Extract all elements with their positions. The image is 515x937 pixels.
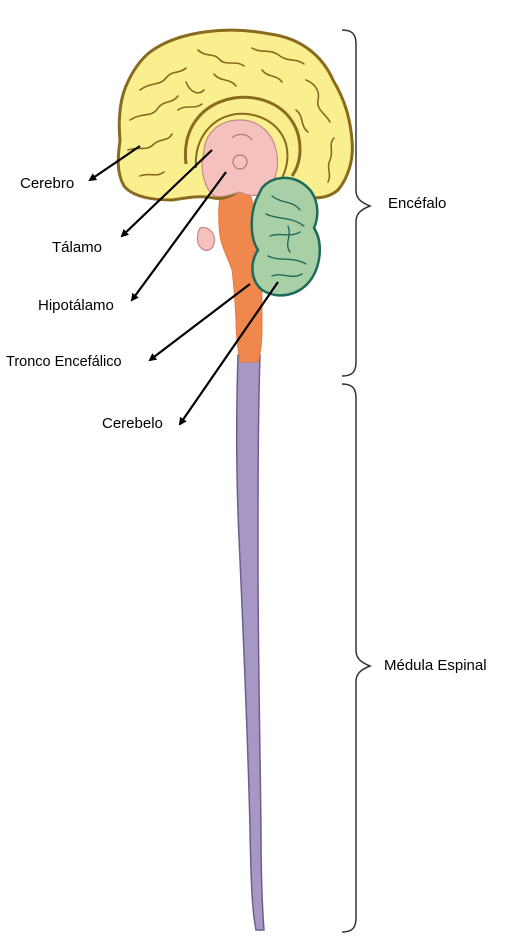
label-tronco: Tronco Encefálico xyxy=(6,354,122,370)
label-cerebelo: Cerebelo xyxy=(102,415,163,432)
label-encefalo: Encéfalo xyxy=(388,195,446,212)
arrow-tronco xyxy=(150,284,250,360)
label-medula: Médula Espinal xyxy=(384,657,487,674)
pituitary xyxy=(197,227,214,250)
brace-encefalo xyxy=(342,30,370,376)
label-hipotalamo: Hipotálamo xyxy=(38,297,114,314)
label-talamo: Tálamo xyxy=(52,239,102,256)
spinal-cord xyxy=(237,355,264,930)
cerebellum xyxy=(252,178,320,295)
brace-medula xyxy=(342,384,370,932)
arrow-cerebelo xyxy=(180,282,278,424)
thalamus-mark xyxy=(233,155,247,169)
label-cerebro: Cerebro xyxy=(20,175,74,192)
